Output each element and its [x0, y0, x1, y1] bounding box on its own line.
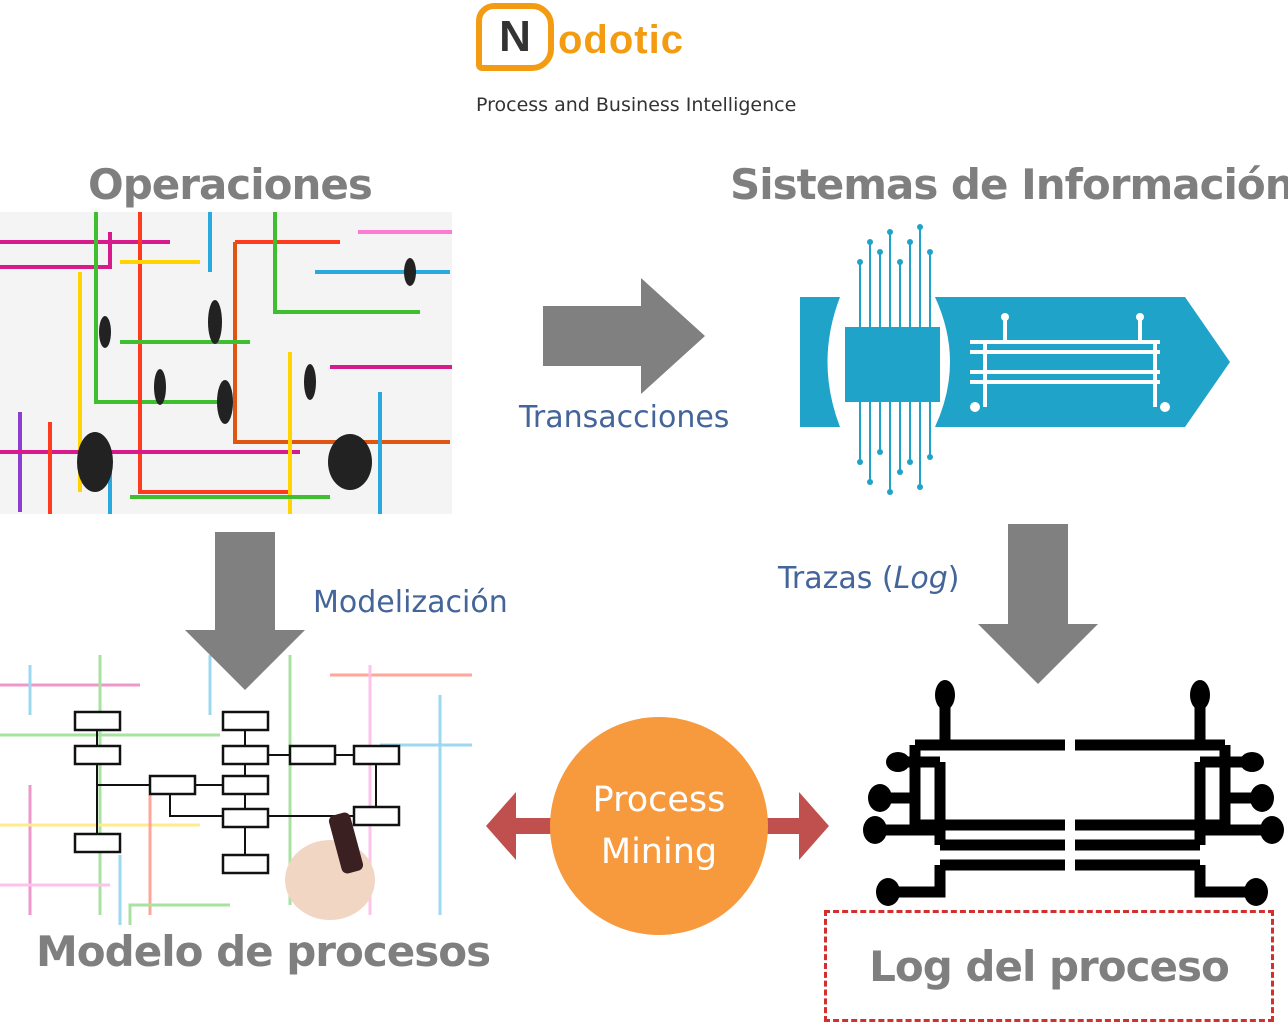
heading-modelo: Modelo de procesos [36, 927, 491, 976]
modelo-illustration [0, 655, 472, 925]
arrow-down-trazas [978, 524, 1098, 684]
heading-operaciones: Operaciones [88, 160, 373, 209]
process-mining-circle: Process Mining [550, 717, 768, 935]
heading-sistemas: Sistemas de Información [730, 160, 1288, 209]
process-mining-line1: Process [592, 779, 726, 820]
logo-wordmark: odotic [558, 18, 684, 62]
heading-log: Log del proceso [869, 941, 1230, 991]
label-trazas: Trazas (Log) [778, 561, 960, 596]
operaciones-illustration [0, 212, 452, 514]
arrow-left-red [486, 792, 552, 860]
log-circuit-illustration [863, 680, 1284, 906]
log-del-proceso-frame: Log del proceso [824, 910, 1274, 1022]
logo-n-badge: N [476, 3, 554, 71]
label-transacciones: Transacciones [519, 400, 730, 435]
arrow-right-red [767, 792, 829, 860]
arrow-down-modelizacion [185, 532, 305, 690]
logo-tagline: Process and Business Intelligence [476, 94, 797, 116]
sistemas-chip-illustration [800, 224, 1230, 495]
process-mining-line2: Mining [600, 832, 718, 872]
arrow-right-transacciones [543, 278, 705, 394]
label-modelizacion: Modelización [313, 585, 508, 620]
